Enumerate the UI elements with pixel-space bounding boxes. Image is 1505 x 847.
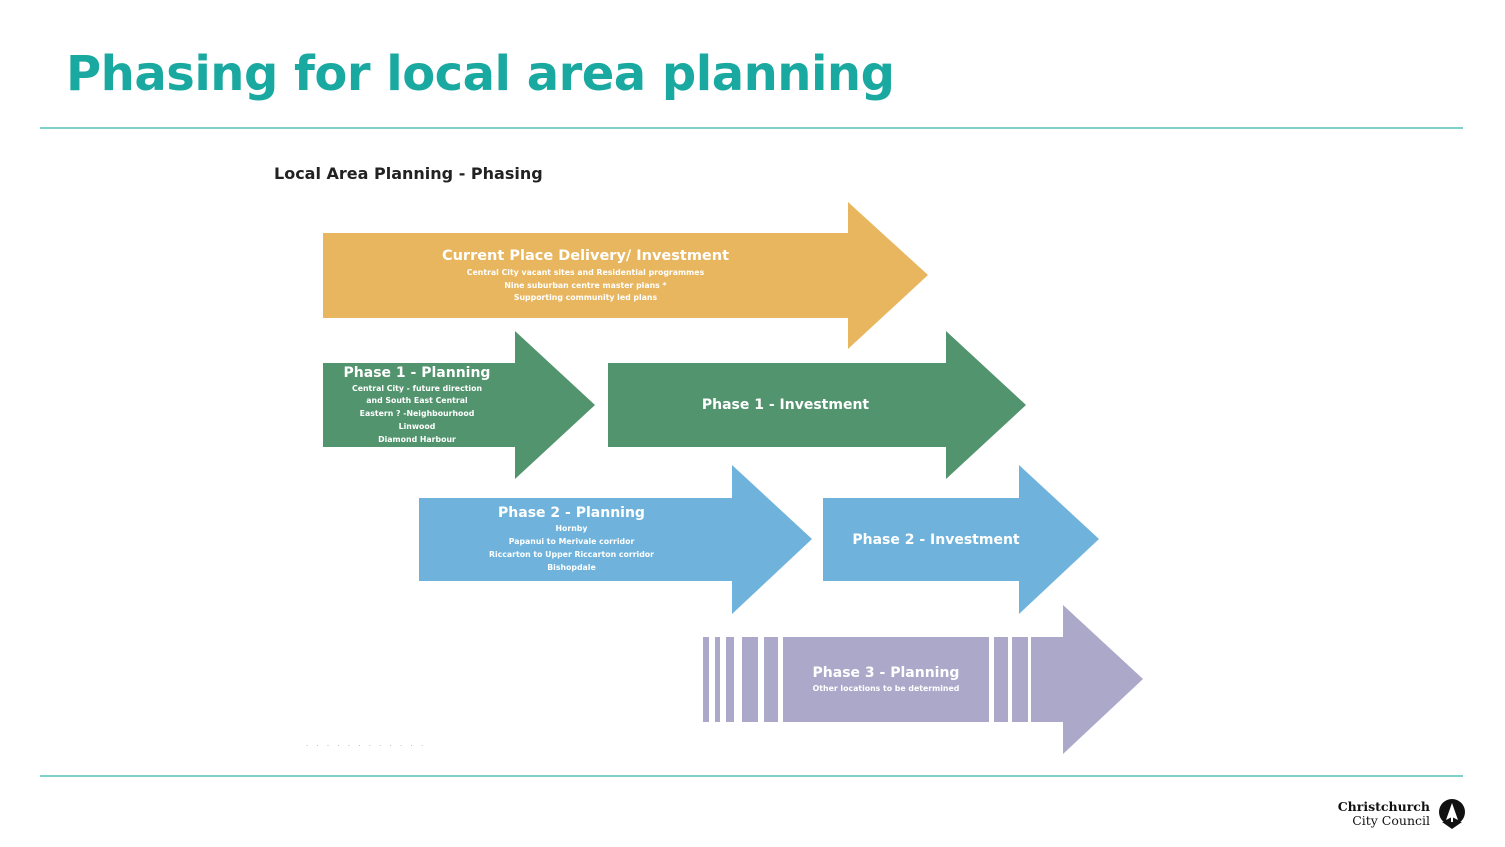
arrow-phase2-planning: Phase 2 - Planning Hornby Papanui to Mer… [419, 465, 812, 614]
cropped-footnote: · · · · · · · · · · · · [306, 745, 427, 750]
arrow-phase1-planning-line: Eastern ? -Neighbourhood [359, 409, 475, 419]
arrow-phase3-planning-title: Phase 3 - Planning [812, 664, 960, 681]
logo-line-1: Christchurch [1337, 799, 1430, 814]
arrow-phase1-investment: Phase 1 - Investment [608, 331, 1026, 479]
arrow-phase1-planning-shape [323, 331, 595, 479]
arrow-phase3-planning-shape [703, 605, 1143, 754]
slide-title: Phasing for local area planning [66, 46, 895, 102]
arrow-phase1-planning-line: Diamond Harbour [378, 434, 456, 444]
arrow-current-line: Supporting community led plans [513, 293, 658, 303]
figure-heading: Local Area Planning - Phasing [274, 164, 543, 183]
arrow-phase2-investment-shape [823, 465, 1099, 614]
arrow-phase1-planning-line: and South East Central [366, 396, 468, 406]
arrow-phase2-investment: Phase 2 - Investment [823, 465, 1099, 614]
arrow-phase1-investment-title: Phase 1 - Investment [701, 397, 870, 413]
arrow-current-line: Central City vacant sites and Residentia… [466, 267, 705, 277]
arrow-phase2-planning-line: Papanui to Merivale corridor [508, 537, 635, 547]
christchurch-city-council-logo: Christchurch City Council [1338, 798, 1468, 834]
bottom-divider [40, 775, 1463, 777]
arrow-current-line: Nine suburban centre master plans * [504, 280, 667, 290]
arrow-phase2-planning-line: Hornby [555, 524, 588, 534]
arrow-current-place-delivery: Current Place Delivery/ Investment Centr… [323, 202, 928, 349]
arrow-phase1-planning: Phase 1 - Planning Central City - future… [323, 331, 595, 479]
arrow-current-shape [323, 202, 928, 349]
arrow-phase2-planning-title: Phase 2 - Planning [498, 505, 645, 522]
arrow-phase2-investment-title: Phase 2 - Investment [852, 531, 1020, 548]
christchurch-tree-icon [1439, 799, 1465, 829]
arrow-phase2-planning-shape [419, 465, 812, 614]
arrow-phase2-planning-line: Bishopdale [547, 562, 596, 572]
arrow-phase3-planning-line: Other locations to be determined [812, 683, 960, 693]
arrow-current-title: Current Place Delivery/ Investment [441, 247, 730, 264]
arrow-phase1-planning-line: Linwood [398, 421, 436, 431]
arrow-phase3-planning: Phase 3 - Planning Other locations to be… [703, 605, 1143, 754]
logo-line-2: City Council [1352, 813, 1430, 828]
top-divider [40, 127, 1463, 129]
arrow-phase2-planning-line: Riccarton to Upper Riccarton corridor [488, 550, 654, 559]
arrow-phase1-investment-shape [608, 331, 1026, 479]
arrow-phase1-planning-line: Central City - future direction [351, 383, 483, 393]
arrow-phase1-planning-title: Phase 1 - Planning [343, 364, 491, 381]
